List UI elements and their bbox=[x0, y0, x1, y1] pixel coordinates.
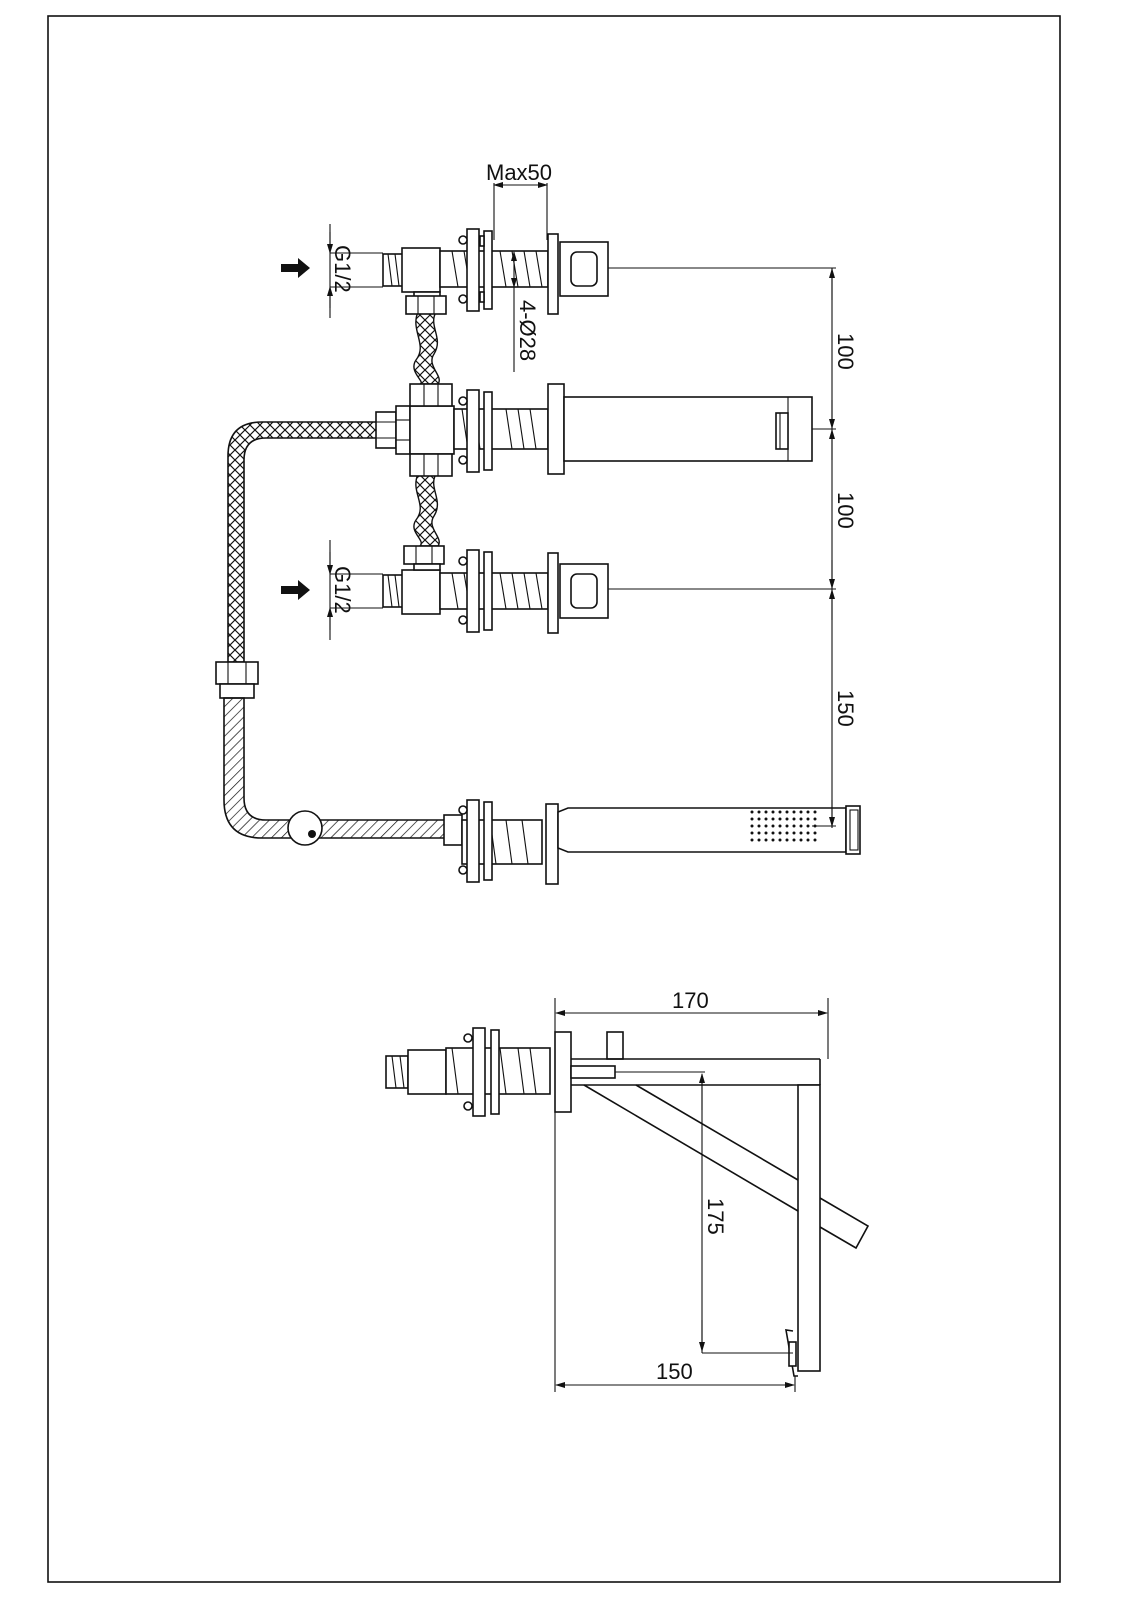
hose-hatched-lower bbox=[223, 697, 447, 839]
hose-braided-upper bbox=[227, 421, 379, 663]
label-dim-100-lower: 100 bbox=[833, 492, 858, 529]
nozzle-dot bbox=[757, 831, 761, 835]
nozzle-dot bbox=[778, 831, 782, 835]
nozzle-dot bbox=[813, 810, 817, 814]
braided-connector-lower bbox=[413, 473, 440, 547]
nozzle-dot bbox=[792, 838, 796, 842]
nozzle-dot bbox=[778, 838, 782, 842]
label-dim-175: 175 bbox=[703, 1198, 728, 1235]
nozzle-dot bbox=[750, 831, 754, 835]
nozzle-dot bbox=[799, 831, 803, 835]
nozzle-dot bbox=[799, 817, 803, 821]
nozzle-dot bbox=[750, 838, 754, 842]
side-view: 170 175 150 bbox=[385, 988, 870, 1392]
nozzle-dot bbox=[806, 817, 810, 821]
page-frame bbox=[47, 15, 1061, 1583]
nozzle-dot bbox=[771, 831, 775, 835]
label-dim-150-side: 150 bbox=[656, 1359, 693, 1384]
dim-inlet-hot: G1/2 bbox=[327, 224, 383, 318]
nozzle-dot bbox=[764, 838, 768, 842]
label-dim-150: 150 bbox=[833, 690, 858, 727]
nozzle-dot bbox=[757, 810, 761, 814]
dim-inlet-cold: G1/2 bbox=[327, 540, 383, 640]
valve-hot bbox=[382, 228, 836, 315]
nozzle-dot bbox=[792, 824, 796, 828]
nozzle-dot bbox=[799, 810, 803, 814]
nozzle-dot bbox=[806, 810, 810, 814]
nozzle-dot bbox=[799, 838, 803, 842]
dim-vertical-chain: 100 100 150 bbox=[829, 268, 858, 828]
nozzle-dot bbox=[792, 831, 796, 835]
arrow-inlet-hot-icon bbox=[281, 258, 310, 278]
nozzle-dot bbox=[778, 810, 782, 814]
top-view: G1/2 G1/2 Max50 4-Ø28 bbox=[215, 160, 861, 885]
label-dim-100-upper: 100 bbox=[833, 333, 858, 370]
nozzle-dot bbox=[799, 824, 803, 828]
label-max-thickness: Max50 bbox=[486, 160, 552, 185]
nozzle-dot bbox=[785, 810, 789, 814]
label-inlet-hot: G1/2 bbox=[330, 245, 355, 293]
spout-mixer bbox=[375, 383, 836, 477]
nozzle-dot bbox=[757, 838, 761, 842]
dim-hole-spec: 4-Ø28 bbox=[511, 251, 540, 372]
nozzle-dot bbox=[792, 817, 796, 821]
valve-cold bbox=[382, 545, 836, 634]
hand-shower bbox=[443, 799, 861, 885]
dim-max-thickness: Max50 bbox=[486, 160, 552, 240]
nozzle-dot bbox=[785, 824, 789, 828]
label-inlet-cold: G1/2 bbox=[330, 566, 355, 614]
braided-connector-upper bbox=[413, 311, 440, 385]
dim-base-to-handle: 150 bbox=[555, 1359, 795, 1388]
nozzle-dot bbox=[750, 810, 754, 814]
nozzle-dot bbox=[806, 824, 810, 828]
nozzle-dot bbox=[757, 824, 761, 828]
label-hole-spec: 4-Ø28 bbox=[515, 300, 540, 361]
nozzle-dot bbox=[764, 831, 768, 835]
nozzle-dot bbox=[778, 817, 782, 821]
arrow-inlet-cold-icon bbox=[281, 580, 310, 600]
nozzle-dot bbox=[785, 831, 789, 835]
nozzle-dot bbox=[764, 824, 768, 828]
nozzle-dot bbox=[813, 838, 817, 842]
nozzle-dot bbox=[785, 817, 789, 821]
nozzle-dot bbox=[750, 824, 754, 828]
nozzle-dot bbox=[764, 817, 768, 821]
nozzle-dot bbox=[806, 838, 810, 842]
nozzle-dot bbox=[764, 810, 768, 814]
dim-spout-reach: 170 bbox=[554, 988, 829, 1059]
label-dim-170: 170 bbox=[672, 988, 709, 1013]
nozzle-dot bbox=[750, 817, 754, 821]
nozzle-dot bbox=[778, 824, 782, 828]
nozzle-dot bbox=[771, 810, 775, 814]
hose-ball-weight bbox=[287, 810, 323, 846]
nozzle-dot bbox=[813, 831, 817, 835]
dim-spout-height: 175 bbox=[699, 1073, 793, 1354]
nozzle-dot bbox=[757, 817, 761, 821]
shower-nozzles bbox=[750, 810, 817, 842]
nozzle-dot bbox=[792, 810, 796, 814]
hose-nut bbox=[215, 661, 259, 699]
nozzle-dot bbox=[806, 831, 810, 835]
nozzle-dot bbox=[771, 824, 775, 828]
nozzle-dot bbox=[813, 817, 817, 821]
nozzle-dot bbox=[785, 838, 789, 842]
nozzle-dot bbox=[771, 817, 775, 821]
nozzle-dot bbox=[771, 838, 775, 842]
